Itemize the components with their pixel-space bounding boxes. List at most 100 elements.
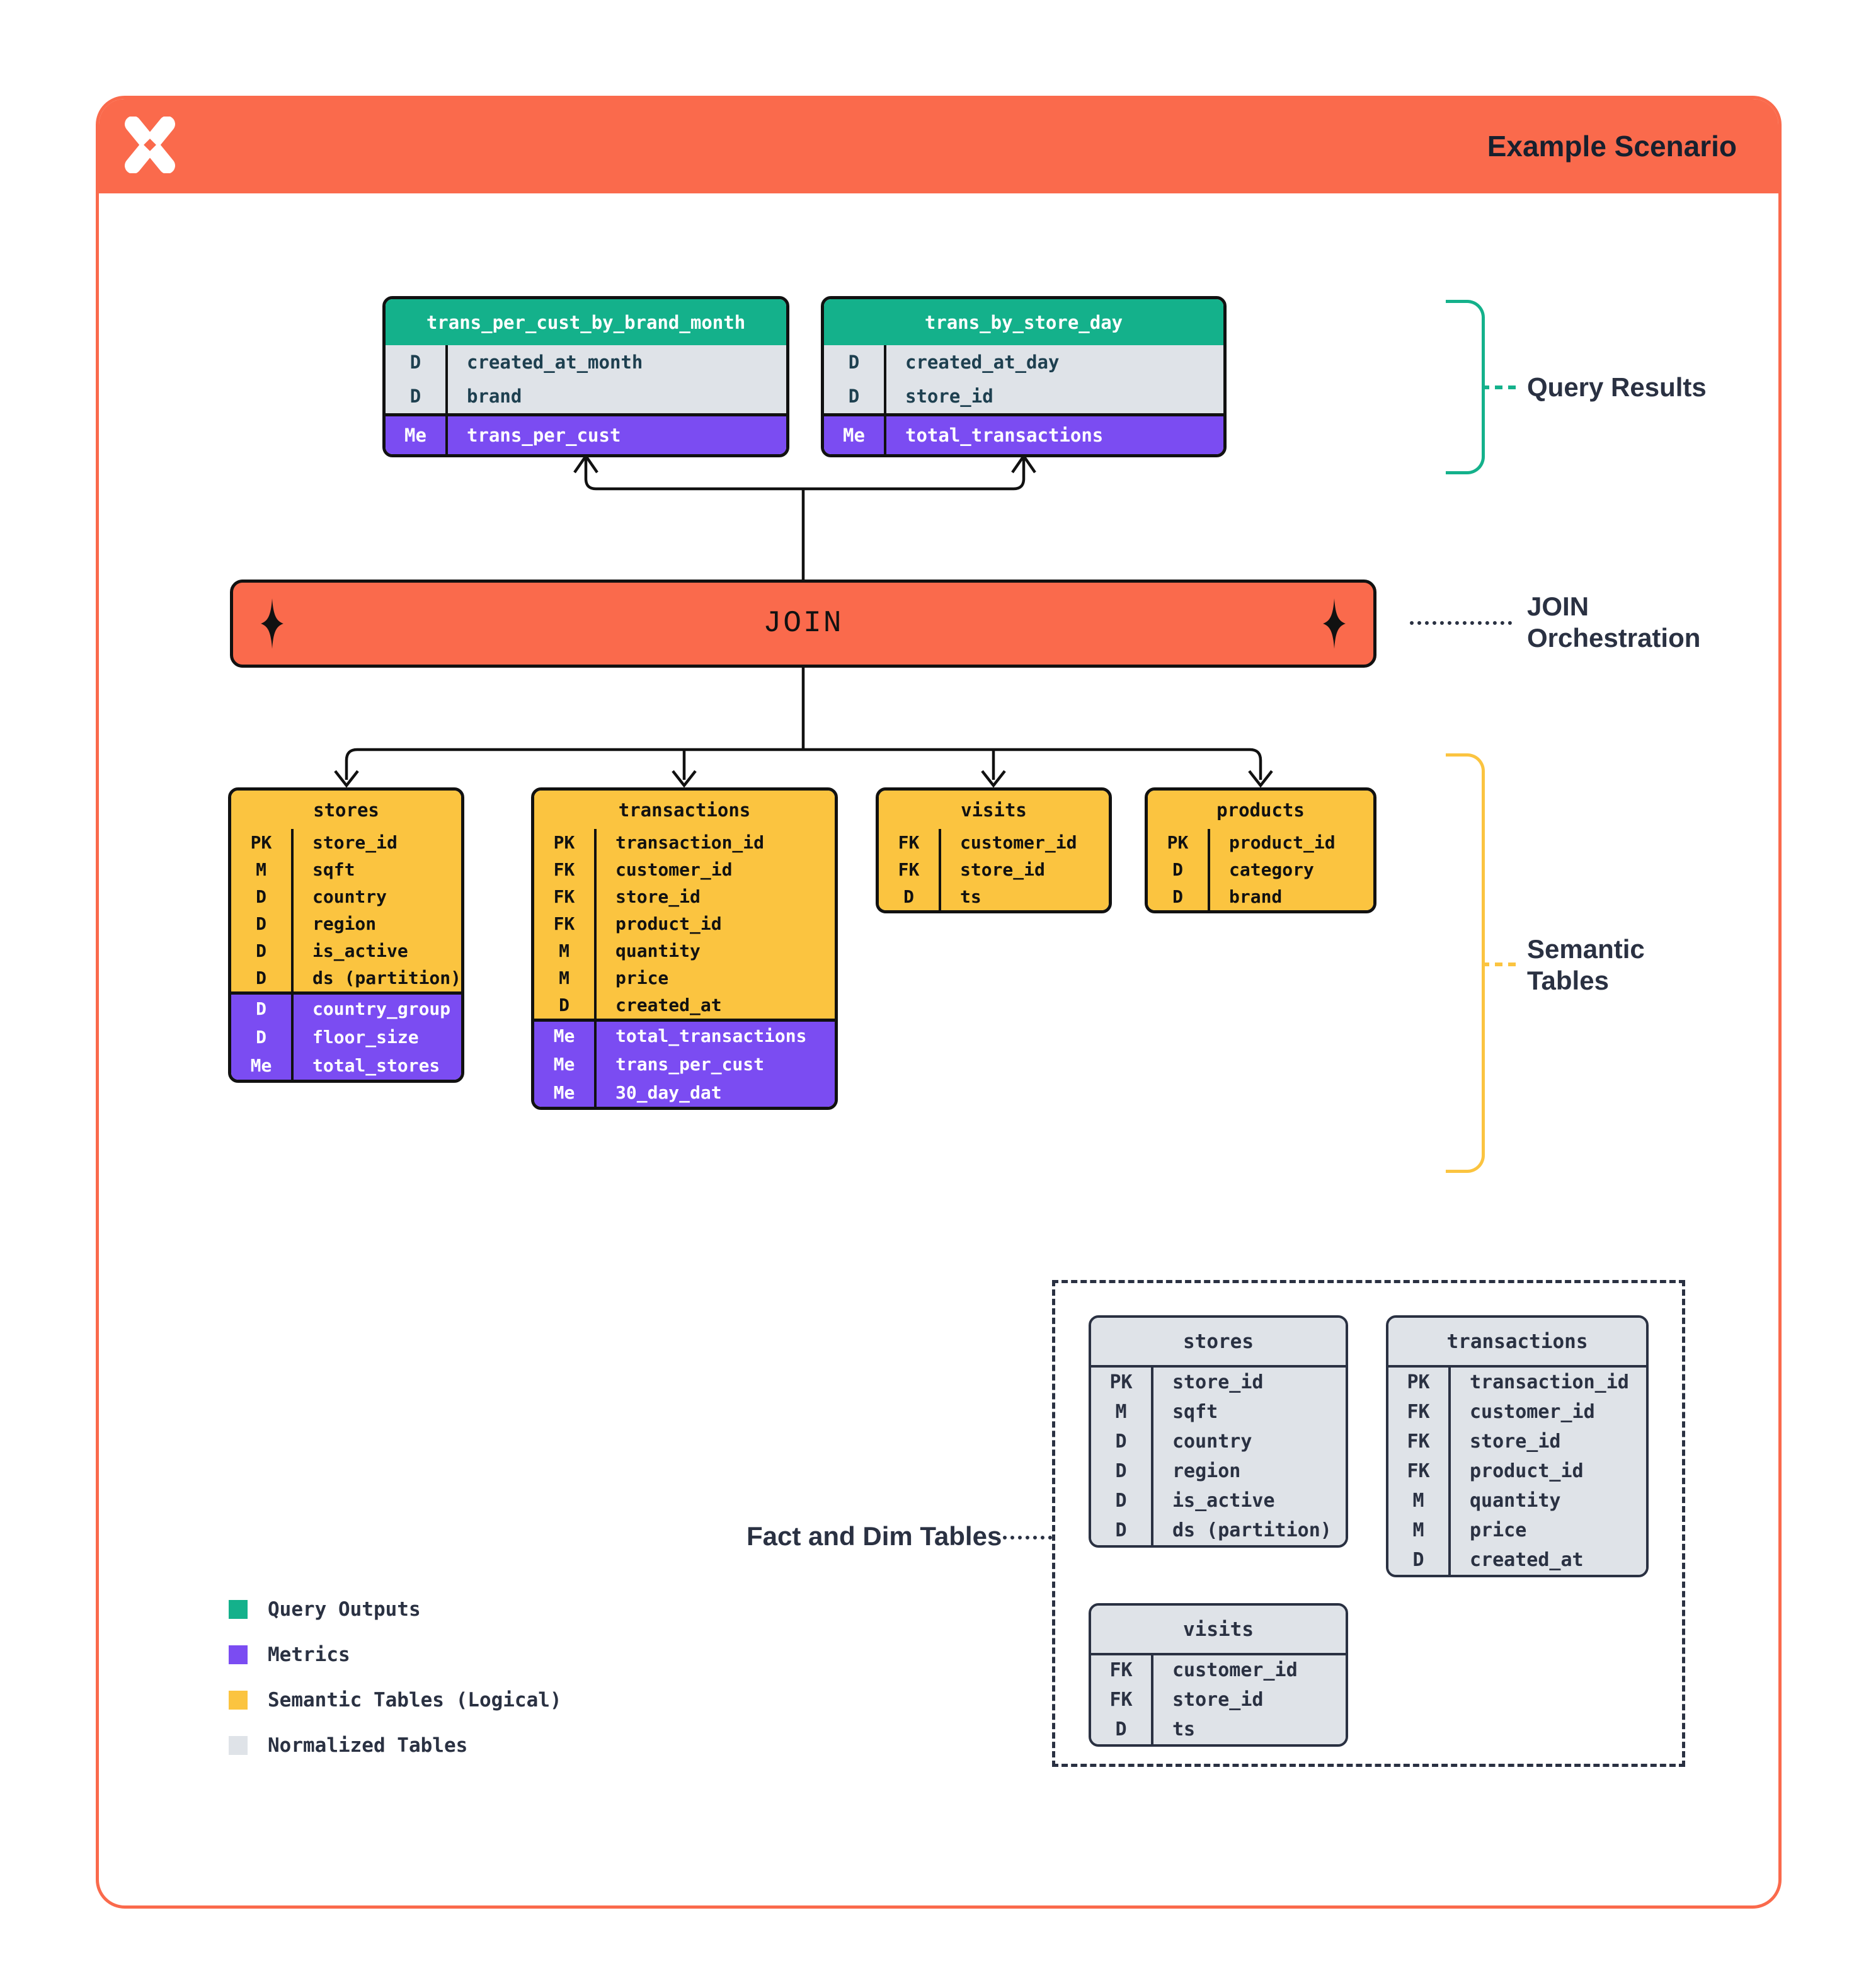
metrics-section: Me trans_per_cust bbox=[386, 413, 786, 454]
table-title: transactions bbox=[1388, 1318, 1646, 1368]
field-key: FK bbox=[1388, 1427, 1451, 1456]
field-key: Me bbox=[386, 416, 448, 454]
table-row: PK transaction_id bbox=[1388, 1368, 1646, 1397]
field-name: 30_day_dat bbox=[615, 1082, 722, 1103]
field-key: D bbox=[1148, 883, 1210, 910]
field-key: D bbox=[386, 345, 448, 379]
field-name: floor_size bbox=[312, 1027, 419, 1048]
field-key: M bbox=[1388, 1516, 1451, 1545]
field-key: PK bbox=[231, 829, 294, 856]
field-key: FK bbox=[534, 910, 597, 937]
table-title: transactions bbox=[534, 791, 835, 829]
field-name: product_id bbox=[615, 913, 722, 934]
field-key: M bbox=[231, 856, 294, 883]
field-name: country bbox=[312, 886, 387, 907]
field-key: PK bbox=[1148, 829, 1210, 856]
field-name: store_id bbox=[905, 386, 993, 407]
field-name: transaction_id bbox=[1470, 1371, 1629, 1393]
field-name: customer_id bbox=[1470, 1401, 1595, 1423]
field-name: trans_per_cust bbox=[615, 1054, 765, 1075]
diamond-sparkle-icon bbox=[1323, 598, 1346, 649]
field-key: Me bbox=[534, 1022, 597, 1050]
legend-swatch-icon bbox=[229, 1600, 248, 1619]
field-name: customer_id bbox=[615, 859, 733, 880]
field-key: D bbox=[386, 379, 448, 413]
join-label: JOIN bbox=[763, 607, 844, 641]
field-name: trans_per_cust bbox=[467, 425, 621, 446]
field-name: sqft bbox=[1172, 1401, 1218, 1423]
arrow-down-icon bbox=[1248, 770, 1273, 788]
join-orchestration-label: JOIN Orchestration bbox=[1527, 591, 1701, 653]
field-name: category bbox=[1229, 859, 1314, 880]
field-key: PK bbox=[1091, 1368, 1153, 1397]
field-name: price bbox=[615, 968, 669, 988]
field-key: FK bbox=[1388, 1397, 1451, 1427]
field-name: country bbox=[1172, 1431, 1252, 1453]
field-key: PK bbox=[1388, 1368, 1451, 1397]
field-name: created_at_day bbox=[905, 351, 1060, 373]
field-key: D bbox=[1091, 1715, 1153, 1744]
join-up-branches bbox=[584, 457, 1026, 491]
field-key: D bbox=[1091, 1427, 1153, 1456]
query-results-bracket bbox=[1446, 300, 1485, 474]
field-name: store_id bbox=[312, 832, 398, 853]
legend-item: Semantic Tables (Logical) bbox=[229, 1689, 562, 1711]
field-name: ts bbox=[1172, 1718, 1196, 1740]
field-name: quantity bbox=[615, 940, 701, 961]
field-name: is_active bbox=[312, 940, 408, 961]
field-name: region bbox=[1172, 1460, 1241, 1482]
legend-swatch-icon bbox=[229, 1645, 248, 1664]
field-key: D bbox=[1148, 856, 1210, 883]
field-key: D bbox=[1388, 1545, 1451, 1575]
field-key: FK bbox=[534, 883, 597, 910]
legend-swatch-icon bbox=[229, 1691, 248, 1710]
field-name: ts bbox=[960, 886, 981, 907]
field-key: PK bbox=[534, 829, 597, 856]
semantic-tables-dash-line bbox=[1482, 963, 1516, 966]
field-key: D bbox=[231, 910, 294, 937]
table-title: trans_by_store_day bbox=[824, 299, 1223, 345]
arrow-down-icon bbox=[672, 770, 697, 788]
field-name: store_id bbox=[1172, 1689, 1264, 1711]
legend-item: Query Outputs bbox=[229, 1598, 562, 1621]
legend-label: Semantic Tables (Logical) bbox=[268, 1689, 562, 1711]
table-title: visits bbox=[879, 791, 1109, 829]
table-title: stores bbox=[231, 791, 461, 829]
join-orchestration-dotted-line bbox=[1410, 621, 1512, 625]
table-title: stores bbox=[1091, 1318, 1346, 1368]
field-key: M bbox=[1388, 1486, 1451, 1516]
field-name: total_transactions bbox=[615, 1025, 807, 1046]
field-key: Me bbox=[824, 416, 886, 454]
field-key: M bbox=[534, 964, 597, 991]
field-name: country_group bbox=[312, 998, 451, 1019]
field-key: D bbox=[534, 991, 597, 1019]
